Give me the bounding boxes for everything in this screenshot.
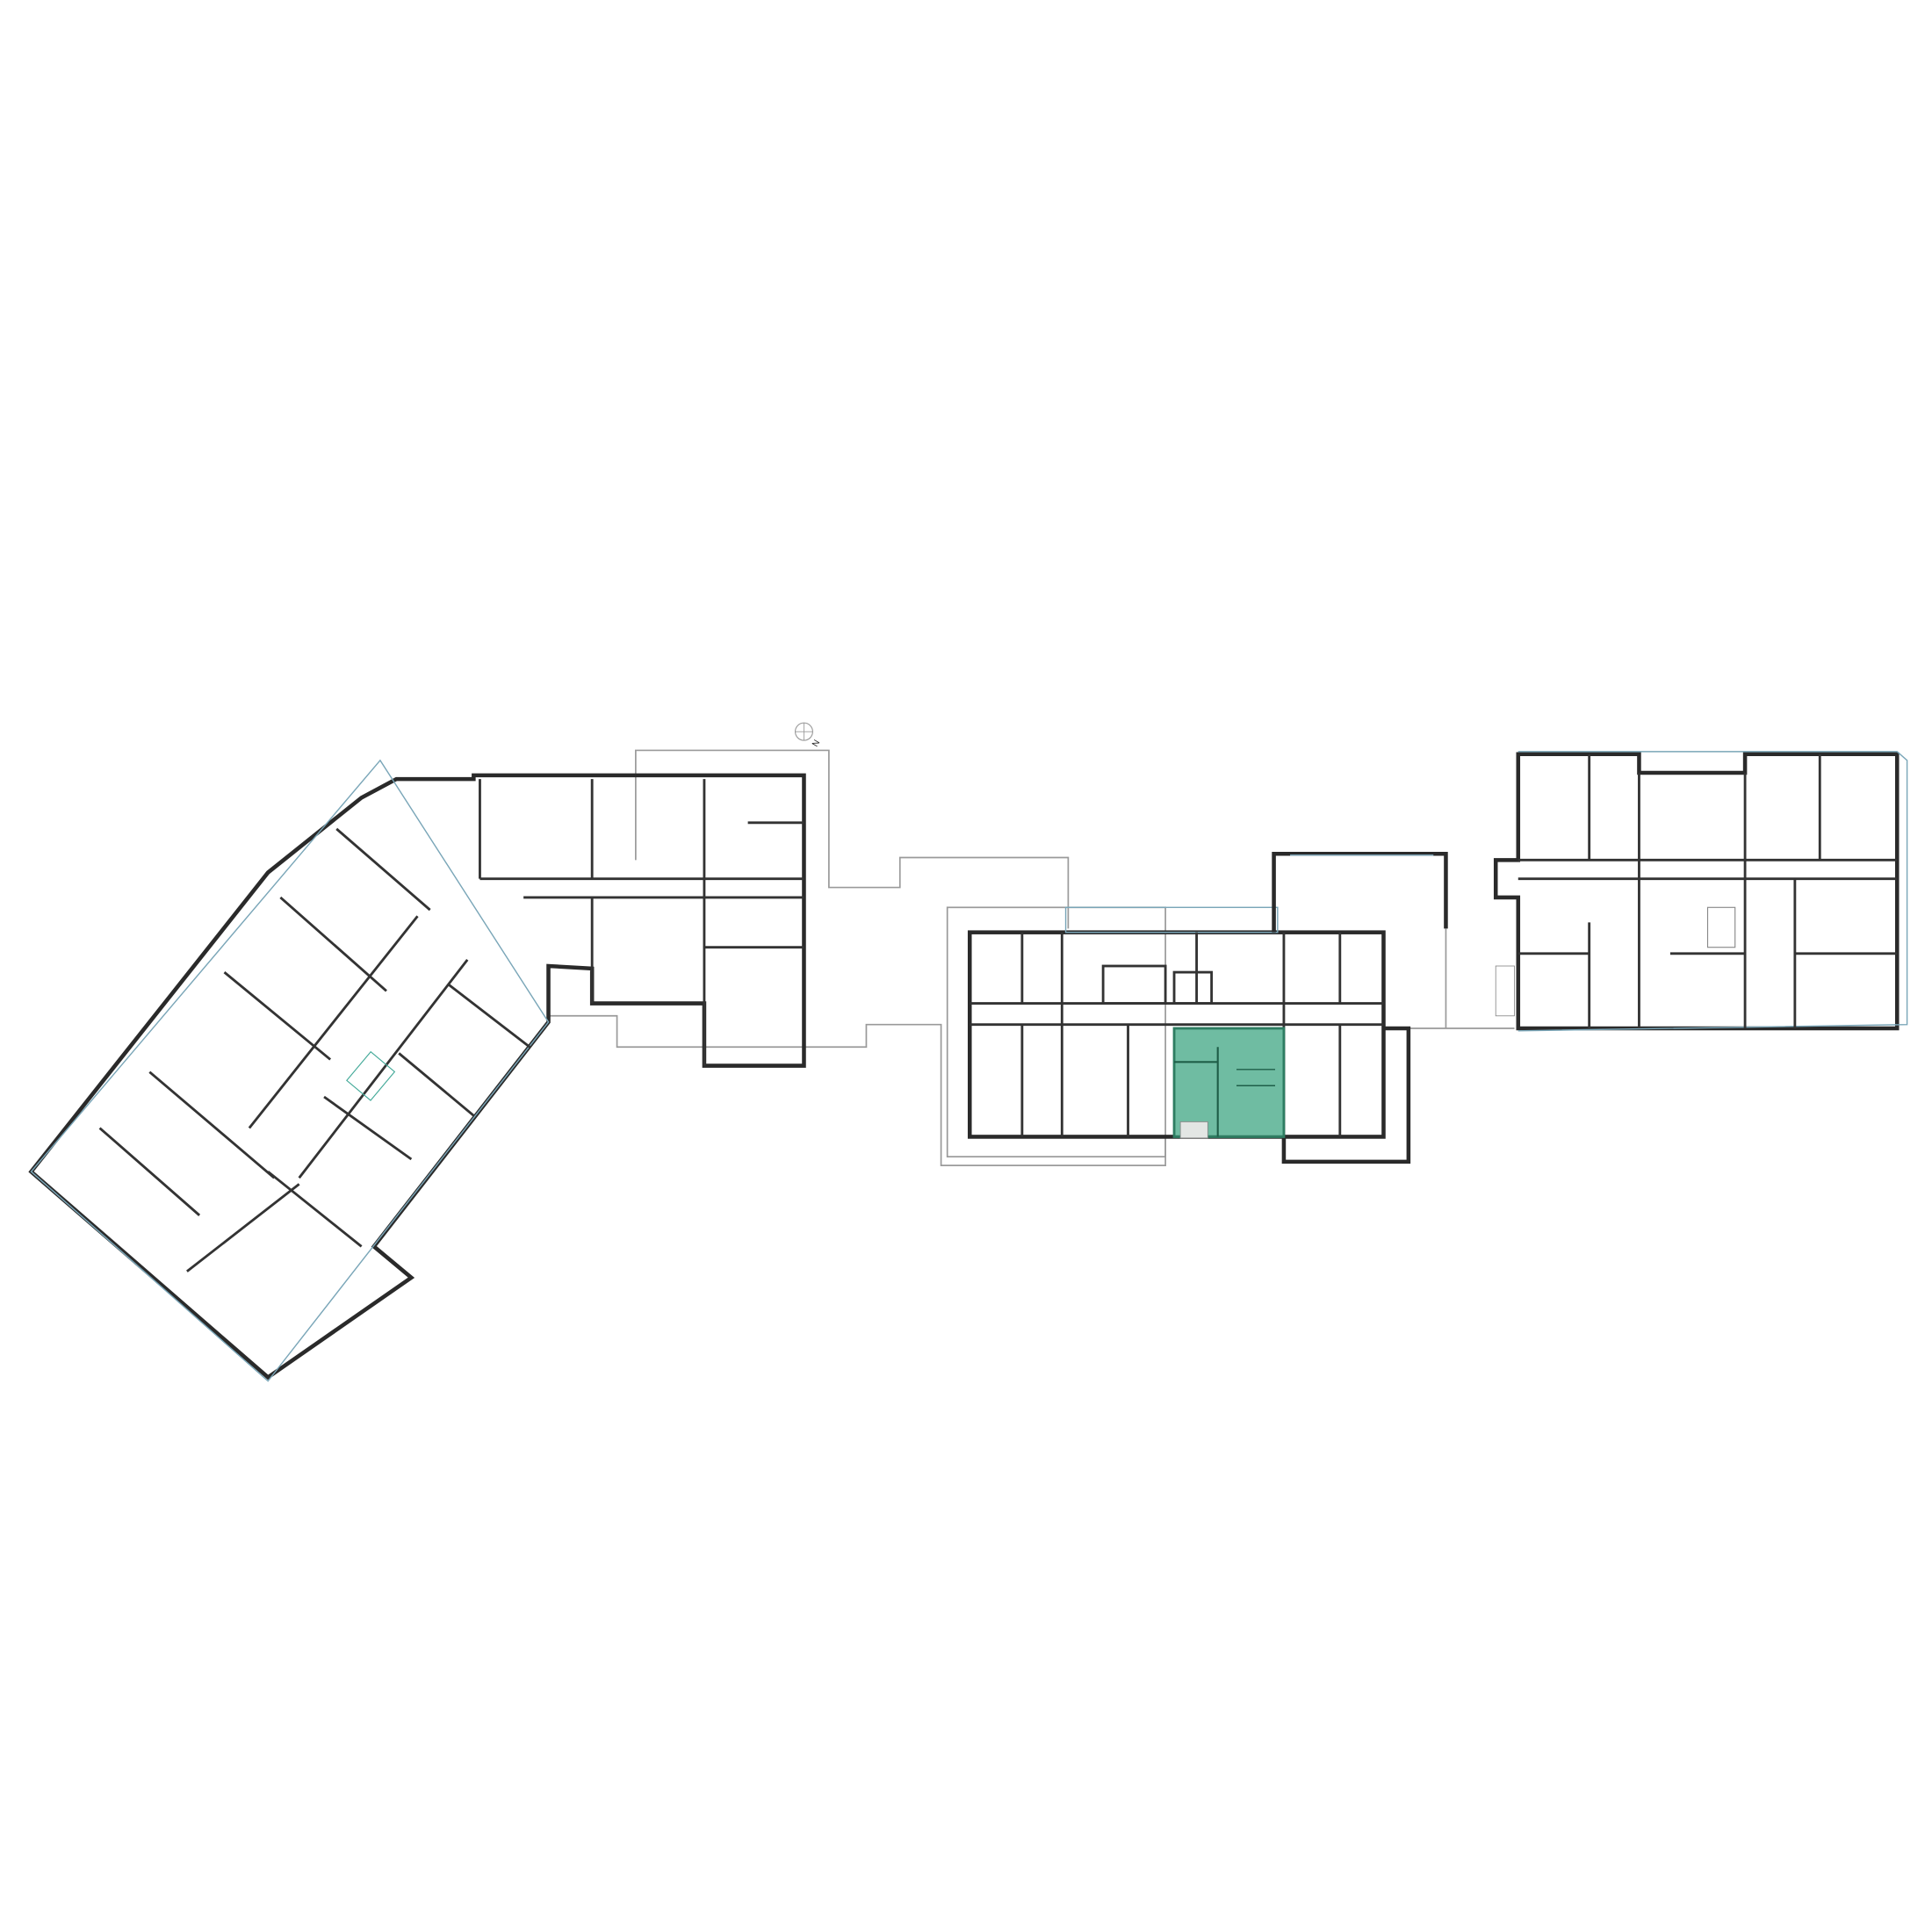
north-compass: N	[794, 722, 822, 749]
apartment-balcony	[1179, 1121, 1208, 1139]
site-outline	[548, 749, 1515, 1166]
compass-label: N	[811, 739, 822, 749]
building-west	[28, 759, 806, 1382]
highlighted-apartment[interactable]	[1172, 1027, 1286, 1139]
building-east	[1493, 751, 1908, 1032]
